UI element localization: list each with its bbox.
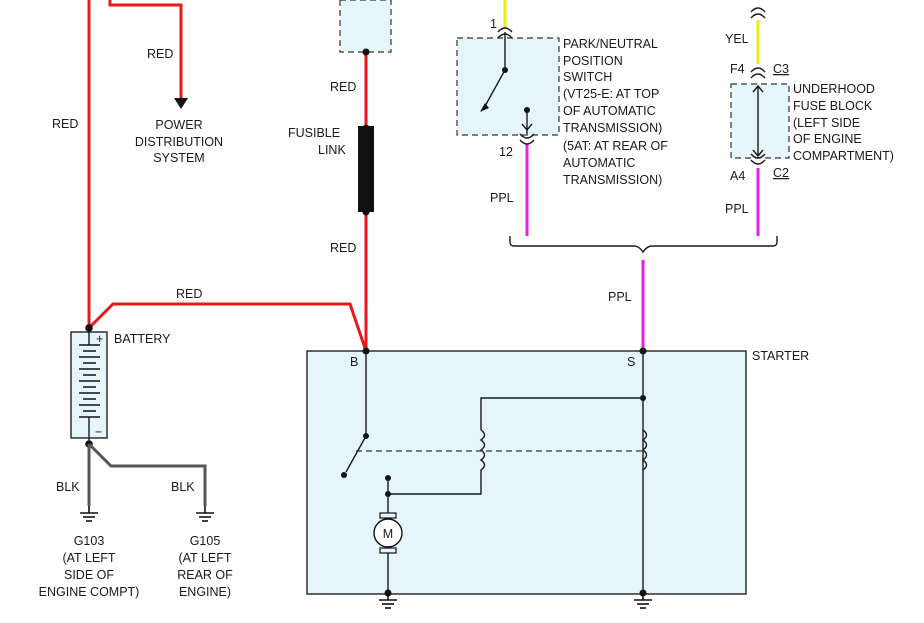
starter-ground-left [379,593,397,609]
switch-label-8: AUTOMATIC [563,156,635,170]
fuse-conn-bottom: C2 [773,166,789,180]
fuse-label-2: FUSE BLOCK [793,99,873,113]
switch-pin-top: 1 [490,17,497,31]
ground-symbol-g105 [196,506,214,522]
starter-ground-right [634,593,652,609]
red-wire-battery-starter [87,302,368,352]
fuse-connector-bottom [750,153,766,165]
wire-label-red-bottom: RED [330,241,356,255]
g105-label-4: ENGINE) [179,585,231,599]
switch-connector-top [497,27,513,48]
blk-wire-g105 [87,442,207,506]
park-neutral-switch-box [456,37,560,136]
g103-label-2: (AT LEFT [62,551,115,565]
starter-contact-blade [345,435,367,473]
starter-terminal-s: S [627,355,635,369]
g105-label-2: (AT LEFT [178,551,231,565]
battery-positive-terminal [85,324,93,332]
fuse-block-box [730,83,790,159]
fuse-pin-bottom: A4 [730,169,745,183]
switch-blade-tip [480,103,489,112]
switch-label-3: SWITCH [563,70,612,84]
wire-label-ppl-switch: PPL [490,191,514,205]
splice-bracket [509,236,778,254]
switch-contact-bottom [524,107,530,113]
fuse-conn-top: C3 [773,62,789,76]
fuse-pin-top: F4 [730,62,745,76]
fuse-arrow-down [752,149,764,158]
pds-label-2: DISTRIBUTION [135,135,223,149]
wire-label-blk-g105: BLK [171,480,195,494]
wire-label-red-battery-starter: RED [176,287,202,301]
starter-terminal-b: B [350,355,358,369]
switch-label-1: PARK/NEUTRAL [563,37,658,51]
fusible-link-body [358,126,374,212]
fusible-terminal-bottom [362,208,370,216]
red-wire-pds [108,0,183,98]
pull-in-coil [388,429,486,495]
battery-plus: + [96,332,103,346]
fuse-label-3: (LEFT SIDE [793,116,860,130]
starter-contact-lower [341,472,347,478]
motor-label: M [383,527,393,541]
g105-label-3: REAR OF [177,568,233,582]
switch-label-5: OF AUTOMATIC [563,104,656,118]
switch-label-7: (5AT: AT REAR OF [563,139,668,153]
switch-blade [483,48,506,109]
motor-brush-bottom [379,547,397,554]
g103-label-1: G103 [74,534,105,548]
fuse-arrow-up [752,84,764,93]
wire-label-red-pds: RED [147,47,173,61]
battery-minus: − [95,425,102,439]
pds-label-1: POWER [155,118,202,132]
fuse-label-5: COMPARTMENT) [793,149,894,163]
switch-label-2: POSITION [563,54,623,68]
pds-arrow [174,98,188,109]
fusible-terminal-top [362,124,370,132]
wire-label-red-left: RED [52,117,78,131]
switch-arrow-down [521,123,533,132]
fuse-label-1: UNDERHOOD [793,82,875,96]
fusible-label-1: FUSIBLE [288,126,340,140]
wire-label-red-top: RED [330,80,356,94]
starter-label: STARTER [752,349,809,363]
pull-in-line [480,397,643,430]
hold-in-coil [641,429,648,471]
wire-label-yel: YEL [725,32,749,46]
pds-label-3: SYSTEM [153,151,204,165]
battery-label: BATTERY [114,332,171,346]
fuse-label-4: OF ENGINE [793,132,862,146]
switch-label-6: TRANSMISSION) [563,121,662,135]
upper-fuse-box [339,0,392,53]
motor-brush-top [379,512,397,519]
motor-circle [373,518,403,548]
fuse-connector-top [750,7,766,79]
starter-box [306,350,747,595]
g103-label-3: SIDE OF [64,568,114,582]
upper-fuse-terminal [362,48,370,56]
fusible-label-2: LINK [318,143,346,157]
switch-label-4: (VT25-E: AT TOP [563,87,659,101]
wire-label-ppl-fuse: PPL [725,202,749,216]
g103-label-4: ENGINE COMPT) [39,585,140,599]
switch-pin-bottom: 12 [499,145,513,159]
wire-label-ppl-starter: PPL [608,290,632,304]
wire-label-blk-g103: BLK [56,480,80,494]
switch-label-9: TRANSMISSION) [563,173,662,187]
g105-label-1: G105 [190,534,221,548]
ground-symbol-g103 [80,506,98,522]
